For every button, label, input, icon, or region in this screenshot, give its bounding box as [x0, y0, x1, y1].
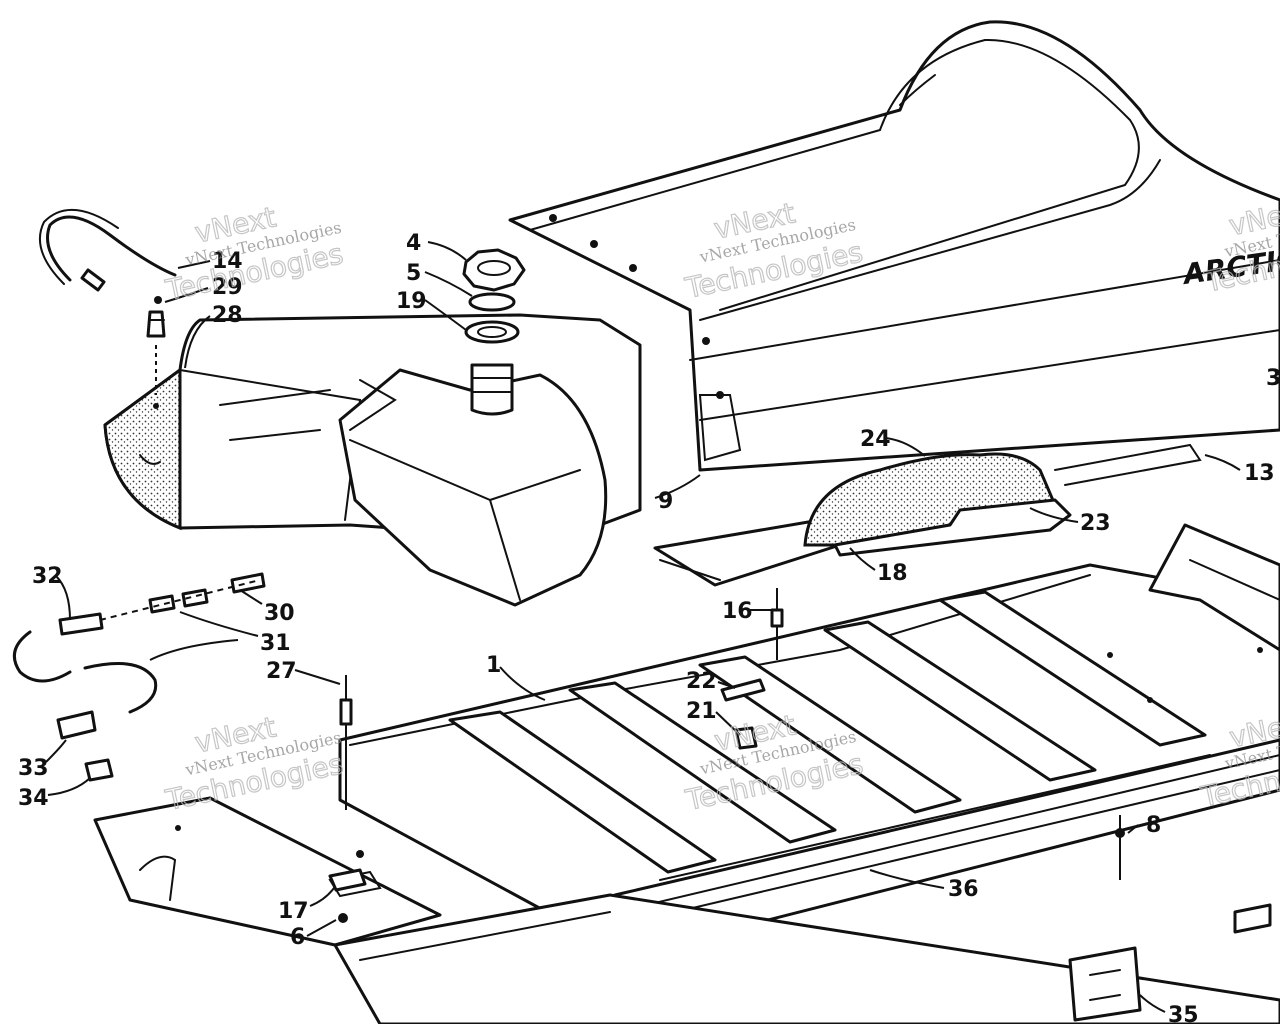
fuel-cap-assembly	[462, 248, 526, 344]
callout-33: 33	[18, 756, 49, 781]
callout-18: 18	[877, 561, 908, 586]
side-panel-lower	[93, 796, 442, 947]
callout-29: 29	[212, 275, 243, 300]
seat-pad	[803, 443, 1202, 557]
breather-hose	[39, 209, 177, 395]
callout-27: 27	[266, 659, 297, 684]
callout-32: 32	[32, 564, 63, 589]
callout-34: 34	[18, 786, 49, 811]
fasteners	[328, 588, 1125, 923]
callout-31: 31	[260, 631, 291, 656]
callout-1: 1	[486, 653, 501, 678]
callout-5: 5	[406, 261, 421, 286]
callout-28: 28	[212, 303, 243, 328]
callout-3: 3	[1266, 366, 1280, 391]
callout-4: 4	[406, 231, 421, 256]
callout-leaders	[45, 241, 1241, 1013]
callout-24: 24	[860, 427, 891, 452]
callout-19: 19	[396, 289, 427, 314]
callout-30: 30	[264, 601, 295, 626]
fuel-tank	[338, 363, 608, 607]
rear-frame	[1148, 523, 1280, 652]
skid-plate	[333, 893, 1280, 1024]
callout-17: 17	[278, 899, 309, 924]
callout-8: 8	[1146, 813, 1161, 838]
callout-14: 14	[212, 249, 243, 274]
callout-21: 21	[686, 699, 717, 724]
callout-labels: 1 3 4 5 6 8 9 13 14 16 17 18 19 21 22 23…	[18, 231, 1280, 1024]
callout-22: 22	[686, 669, 717, 694]
seat	[508, 20, 1280, 472]
callout-9: 9	[658, 489, 673, 514]
callout-16: 16	[722, 599, 753, 624]
callout-23: 23	[1080, 511, 1111, 536]
callout-36: 36	[948, 877, 979, 902]
callout-6: 6	[290, 925, 305, 950]
callout-35: 35	[1168, 1003, 1199, 1024]
callout-13: 13	[1244, 461, 1275, 486]
